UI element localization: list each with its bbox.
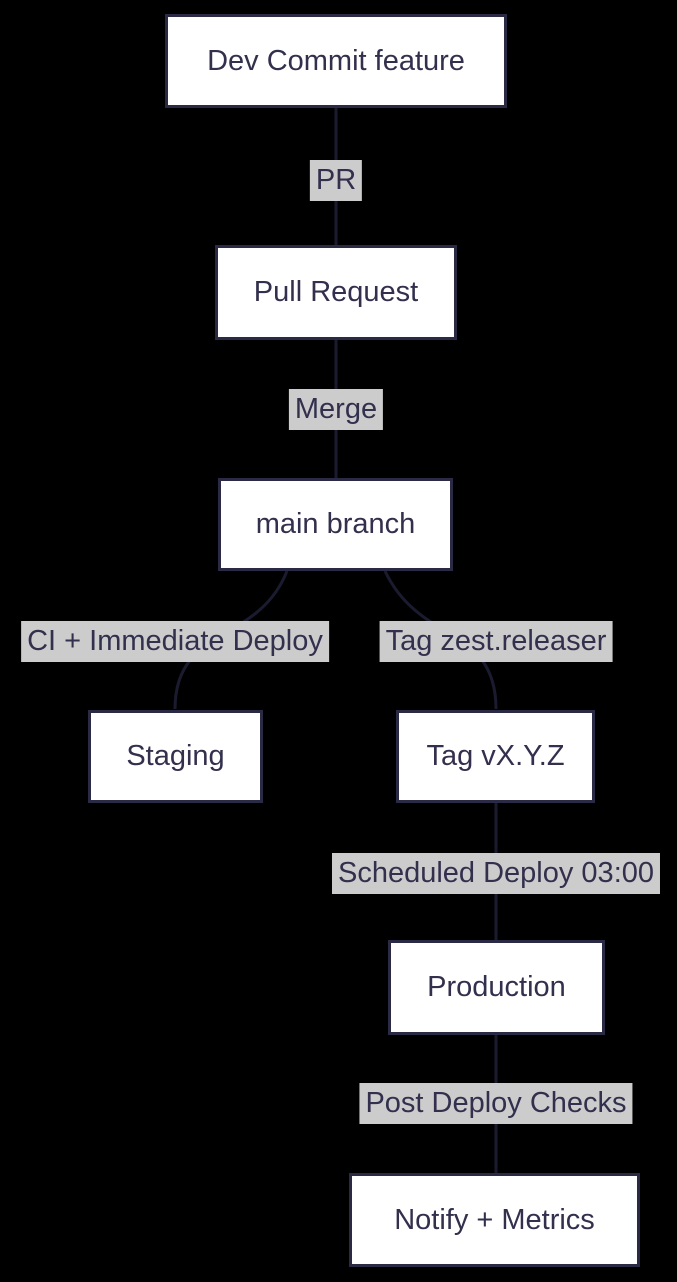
node-label: Dev Commit feature	[207, 44, 465, 77]
node-label: Pull Request	[253, 276, 419, 308]
edge-label-post-deploy-checks: Post Deploy Checks	[359, 1083, 633, 1124]
edge-label-merge: Merge	[288, 389, 384, 430]
edge-label-scheduled-deploy: Scheduled Deploy 03:00	[331, 853, 661, 894]
flowchart-node-tag-vxyz: Tag vX.Y.Z	[396, 710, 595, 803]
flowchart-node-production: Production	[388, 940, 605, 1035]
edge-label-pr: PR	[309, 160, 363, 201]
flowchart-node-dev-commit: Dev Commit feature	[165, 14, 507, 108]
node-label: Tag vX.Y.Z	[426, 740, 565, 772]
edge-label-ci-immediate-deploy: CI + Immediate Deploy	[21, 621, 329, 662]
flowchart-node-main-branch: main branch	[218, 478, 453, 571]
flowchart-node-pull-request: Pull Request	[215, 245, 457, 340]
node-label: Production	[427, 971, 566, 1003]
flowchart-node-staging: Staging	[88, 710, 263, 803]
node-label: Staging	[126, 740, 225, 772]
edge-label-tag-zest-releaser: Tag zest.releaser	[379, 621, 613, 662]
node-label: Notify + Metrics	[394, 1203, 595, 1236]
flowchart-node-notify-metrics: Notify + Metrics	[349, 1173, 640, 1267]
node-label: main branch	[255, 508, 416, 540]
